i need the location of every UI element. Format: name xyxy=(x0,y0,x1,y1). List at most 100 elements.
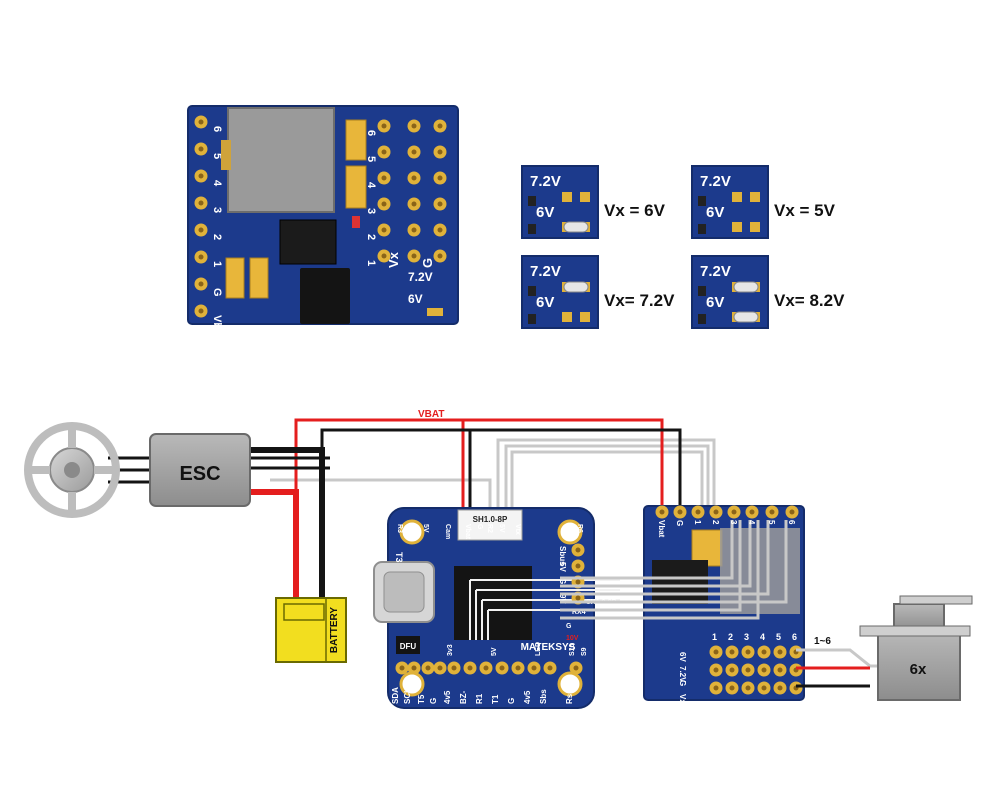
servo-arm xyxy=(899,595,973,605)
fc-row2-label: S9 xyxy=(581,647,588,656)
fc-top-pad-label: R6 xyxy=(576,524,583,533)
mid-pad-label: 3 xyxy=(365,208,377,214)
motor xyxy=(24,422,120,518)
jumper-result-label: Vx= 8.2V xyxy=(774,291,845,310)
servo-mount xyxy=(859,625,971,637)
battery-body xyxy=(275,597,347,663)
output-pads xyxy=(407,119,447,263)
jumper-pad xyxy=(427,308,443,316)
battery-connector xyxy=(283,603,325,621)
jumper-bottom-label: 6V xyxy=(706,204,724,221)
signal-wire xyxy=(504,444,710,510)
left-pad-label: 5 xyxy=(211,153,223,159)
solder-bridge xyxy=(733,311,759,323)
dfu-button[interactable] xyxy=(396,636,420,654)
fc-right-pad-label: G xyxy=(558,578,567,584)
fc-chip-label: RX4 xyxy=(572,609,586,616)
right-board-side-label: 7.2V xyxy=(678,666,687,683)
motor-shaft xyxy=(64,462,80,478)
fc-chip-label: 10V xyxy=(566,635,579,642)
right-board-bottom-label: 1 xyxy=(712,632,717,642)
esc-body xyxy=(149,433,251,507)
sh-connector xyxy=(457,509,523,541)
servo-group: 1~6 6x xyxy=(796,595,973,701)
right-board-bottom-label: 2 xyxy=(728,632,733,642)
fc-row2-label: 5V xyxy=(491,647,498,656)
fc-bottom-pad-label: G xyxy=(429,698,438,704)
esc-signal-wire xyxy=(270,478,492,508)
mid-pad-label: 6 xyxy=(365,130,377,136)
g-label: G xyxy=(420,258,435,268)
jumper-example: 7.2V 6V Vx = 5V xyxy=(691,165,836,239)
dfu-label: DFU xyxy=(400,642,417,651)
left-pad-label: G xyxy=(211,288,223,297)
capacitor xyxy=(225,257,245,299)
brand-label: MATEKSYS xyxy=(521,642,576,653)
signal-routing xyxy=(560,520,788,620)
mid-pad-label: 1 xyxy=(365,260,377,266)
right-board-top-label: 5 xyxy=(767,520,776,525)
jumper-result-label: Vx= 7.2V xyxy=(604,291,675,310)
jumper-top-label: 7.2V xyxy=(700,173,731,190)
right-board-bottom-label: 3 xyxy=(744,632,749,642)
fc-right-pad-label: 9V xyxy=(558,594,567,604)
led xyxy=(352,216,360,228)
battery-label: BATTERY xyxy=(329,607,340,653)
fc-top-pad-label: Cam xyxy=(444,524,451,539)
fc-top-pad-label: 5V xyxy=(422,524,429,533)
mid-pad-label: 2 xyxy=(365,234,377,240)
capacitor xyxy=(345,165,367,209)
jumper-result-label: Vx = 5V xyxy=(774,201,836,220)
fc-bottom-pad-label: R1 xyxy=(475,693,484,704)
vbat-label: VBAT xyxy=(418,409,444,420)
fc-top-pad-label: Vbat xyxy=(464,524,471,540)
capacitor xyxy=(345,119,367,161)
ic-chip xyxy=(300,268,350,324)
right-board-bottom-label: 6 xyxy=(792,632,797,642)
wires: VBAT xyxy=(108,409,716,598)
fc-top-pad-label: Vtx xyxy=(514,524,521,535)
fc-bottom-pad-label: Sbs xyxy=(539,689,548,704)
fc-traces xyxy=(469,579,620,640)
right-board-side-label: Vx xyxy=(678,694,687,704)
right-board-bottom-label: 5 xyxy=(776,632,781,642)
left-pad-label: 2 xyxy=(211,234,223,240)
signal-wire xyxy=(510,450,704,510)
vx-label: Vx xyxy=(386,251,401,268)
right-board-side-label: 6V xyxy=(678,652,687,662)
capacitor xyxy=(249,257,269,299)
right-board-top-label: 6 xyxy=(787,520,796,525)
regulator-chip xyxy=(652,560,708,604)
inductor xyxy=(227,107,335,213)
fc-bottom-pad-label: G xyxy=(507,698,516,704)
servo-body xyxy=(877,629,961,701)
jumper-top-label: 7.2V xyxy=(700,263,731,280)
right-board-top-label: Vbat xyxy=(657,520,666,538)
servo-label: 6x xyxy=(910,661,927,678)
fc-bottom-pad-label: SCL xyxy=(403,688,412,704)
fc-row2-label: S10 xyxy=(569,643,576,656)
right-board-top-label: 1 xyxy=(693,520,702,525)
servo-channels-label: 1~6 xyxy=(814,636,831,647)
fc-top-pad-label: R3 xyxy=(396,524,403,533)
left-pad-label: 4 xyxy=(211,180,223,187)
left-pad-label: 1 xyxy=(211,261,223,267)
fc-right-pad-label: Sbus xyxy=(558,546,567,566)
left-pad-label: Vbat xyxy=(211,315,223,339)
left-pad-label: 3 xyxy=(211,207,223,213)
solder-bridge xyxy=(563,281,589,293)
connector-label: SH1.0-8P xyxy=(473,515,508,524)
mid-pad-label: 4 xyxy=(365,182,377,189)
right-board-top-label: 2 xyxy=(711,520,720,525)
